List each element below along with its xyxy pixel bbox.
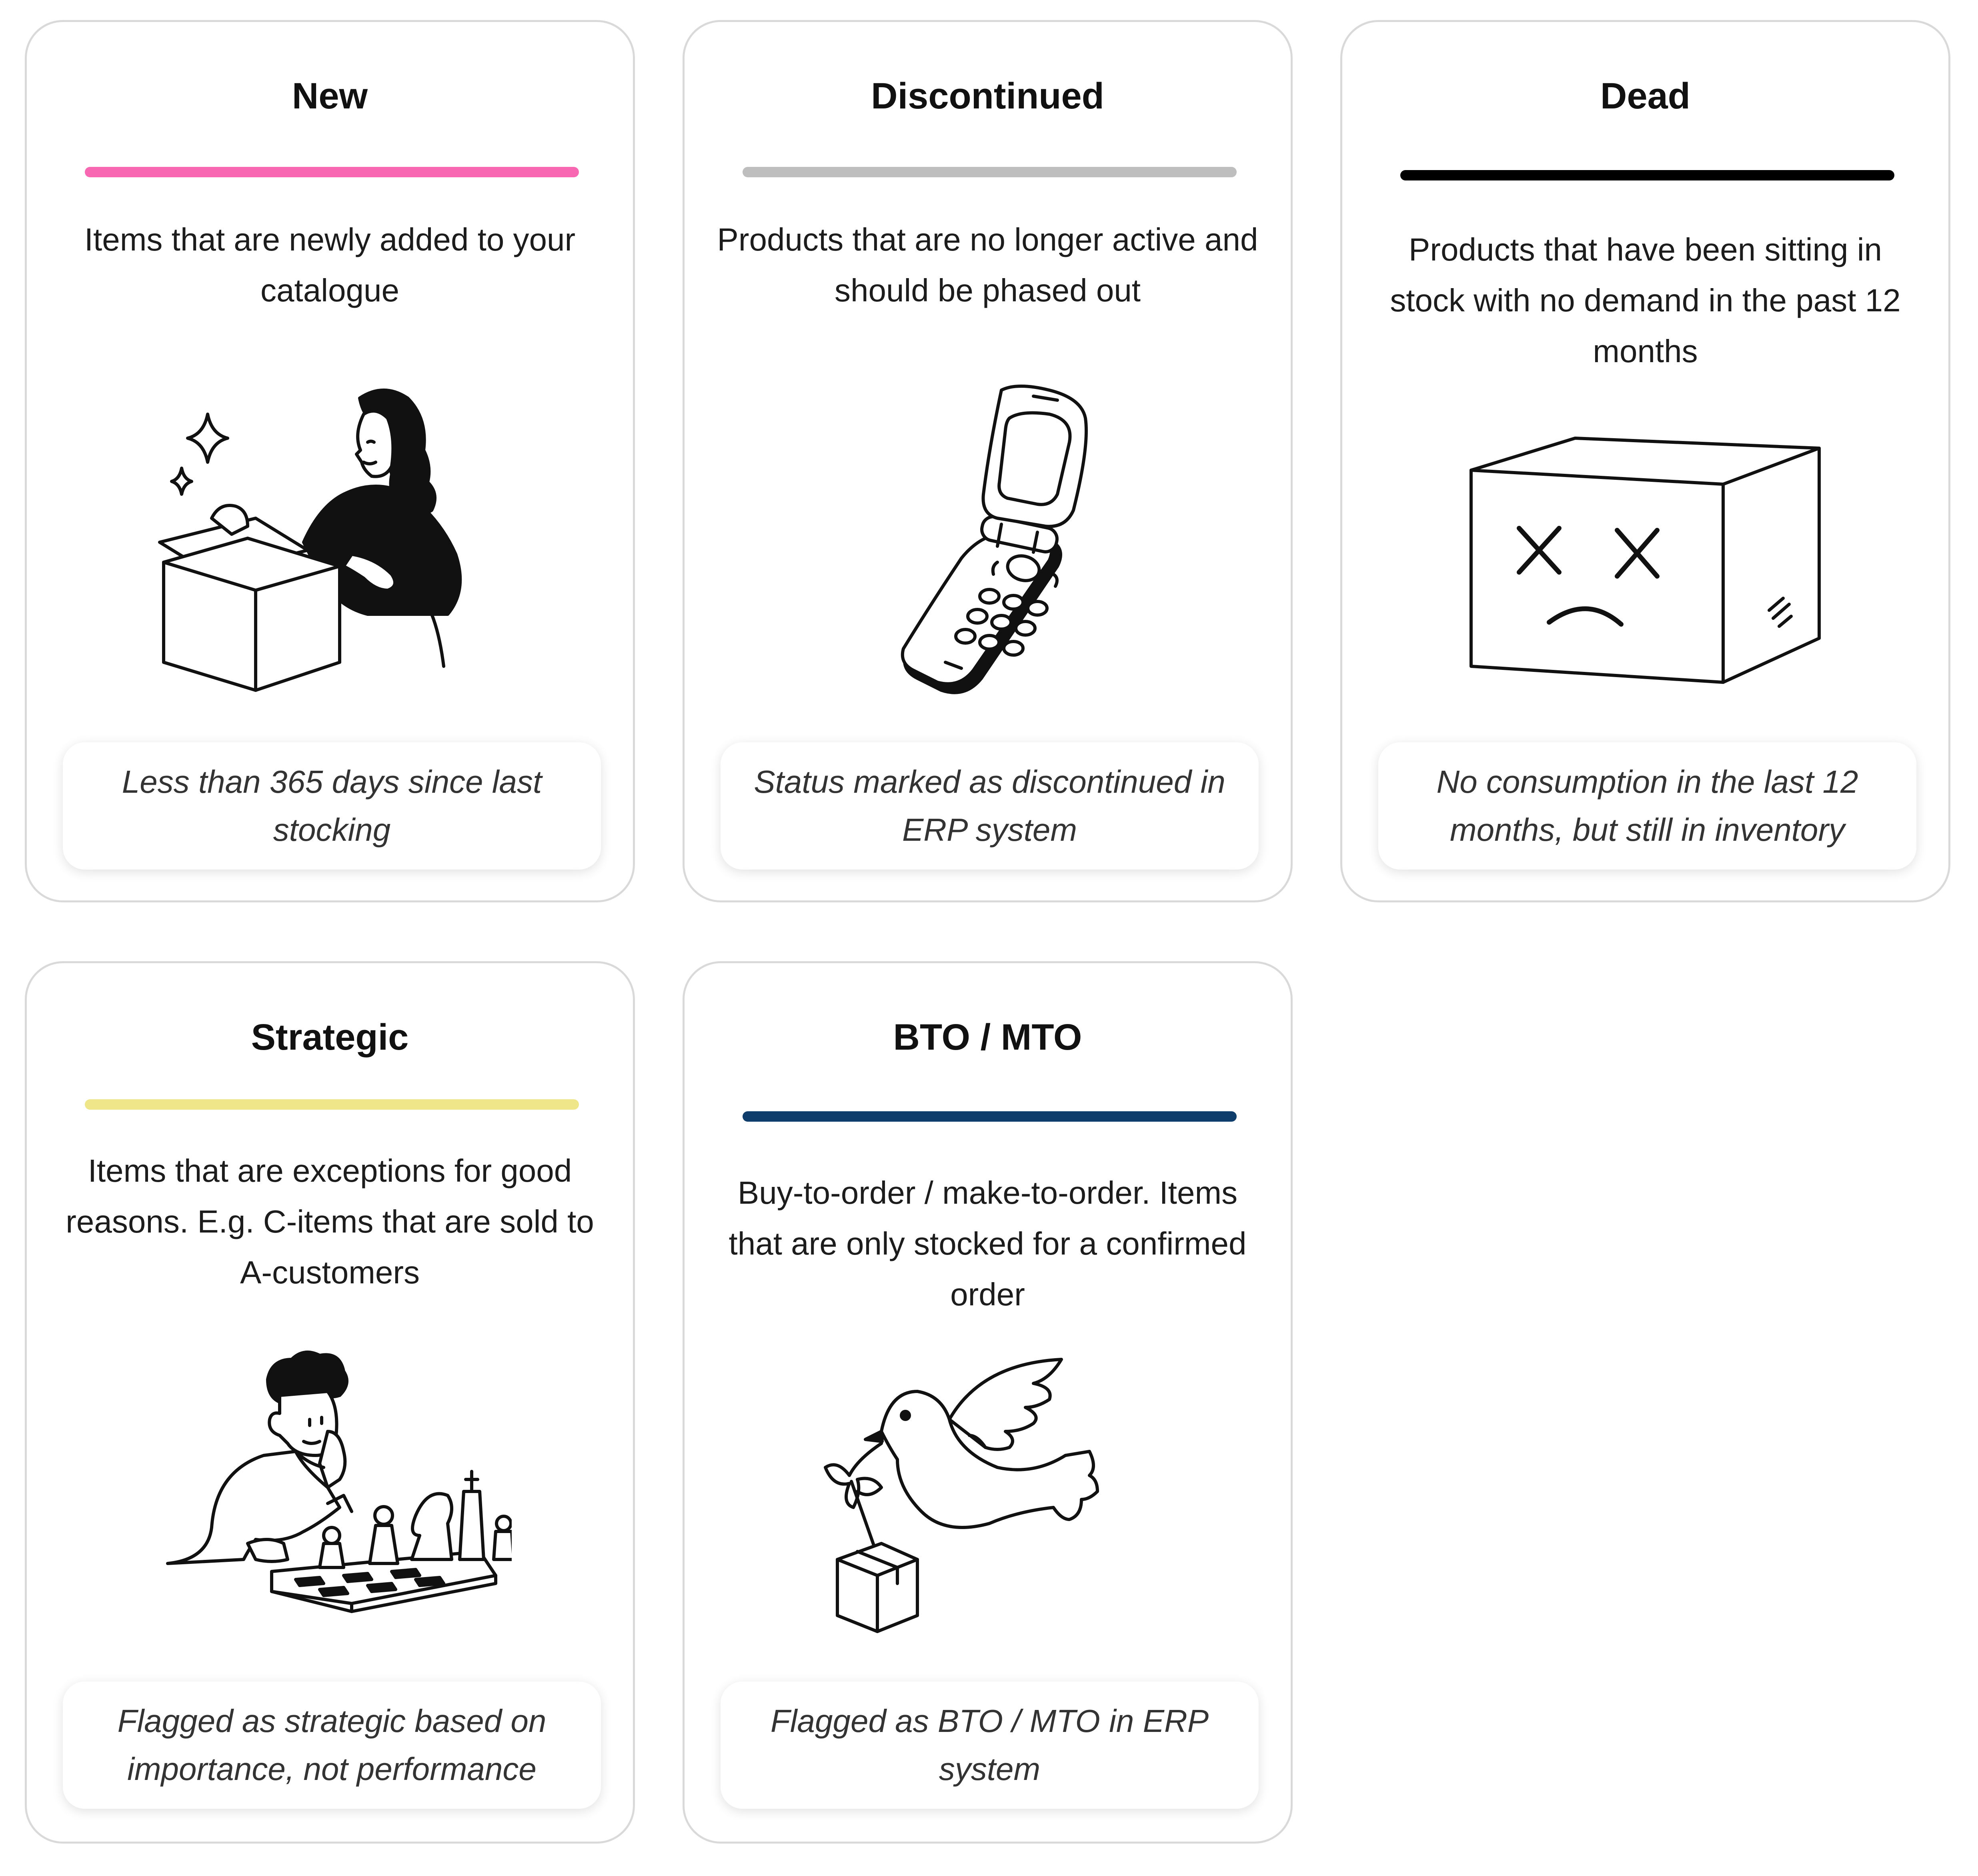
criteria-text: Flagged as BTO / MTO in ERP system [770, 1703, 1209, 1787]
card-dead: Dead Products that have been sitting in … [1340, 20, 1950, 902]
color-bar [743, 1111, 1237, 1122]
card-title: Dead [1600, 76, 1690, 116]
criteria-text: No consumption in the last 12 months, bu… [1436, 764, 1858, 848]
criteria-text: Less than 365 days since last stocking [122, 764, 542, 848]
criteria-text: Flagged as strategic based on importance… [117, 1703, 547, 1787]
card-title: Strategic [251, 1017, 409, 1058]
criteria-text: Status marked as discontinued in ERP sys… [754, 764, 1225, 848]
card-description: Buy-to-order / make-to-order. Items that… [729, 1175, 1247, 1312]
color-bar [85, 167, 579, 177]
card-description: Products that have been sitting in stock… [1390, 232, 1901, 369]
color-bar [1400, 170, 1894, 180]
chess-player-icon [152, 1335, 512, 1656]
criteria-box: Status marked as discontinued in ERP sys… [721, 742, 1259, 870]
card-title: New [292, 76, 368, 116]
card-title: BTO / MTO [893, 1017, 1082, 1058]
criteria-box: No consumption in the last 12 months, bu… [1378, 742, 1916, 870]
card-new: New Items that are newly added to your c… [25, 20, 635, 902]
criteria-box: Less than 365 days since last stocking [63, 742, 601, 870]
card-strategic: Strategic Items that are exceptions for … [25, 961, 635, 1844]
card-description: Products that are no longer active and s… [717, 222, 1258, 308]
dove-delivery-icon [809, 1355, 1169, 1676]
color-bar [743, 167, 1237, 177]
card-description: Items that are exceptions for good reaso… [66, 1153, 594, 1290]
card-bto-mto: BTO / MTO Buy-to-order / make-to-order. … [683, 961, 1293, 1844]
color-bar [85, 1099, 579, 1110]
card-description: Items that are newly added to your catal… [84, 222, 576, 308]
card-title: Discontinued [871, 76, 1104, 116]
woman-unboxing-icon [152, 374, 512, 694]
card-discontinued: Discontinued Products that are no longer… [683, 20, 1293, 902]
criteria-box: Flagged as strategic based on importance… [63, 1682, 601, 1809]
sad-box-icon [1467, 422, 1827, 742]
criteria-box: Flagged as BTO / MTO in ERP system [721, 1682, 1259, 1809]
flip-phone-icon [809, 374, 1169, 694]
